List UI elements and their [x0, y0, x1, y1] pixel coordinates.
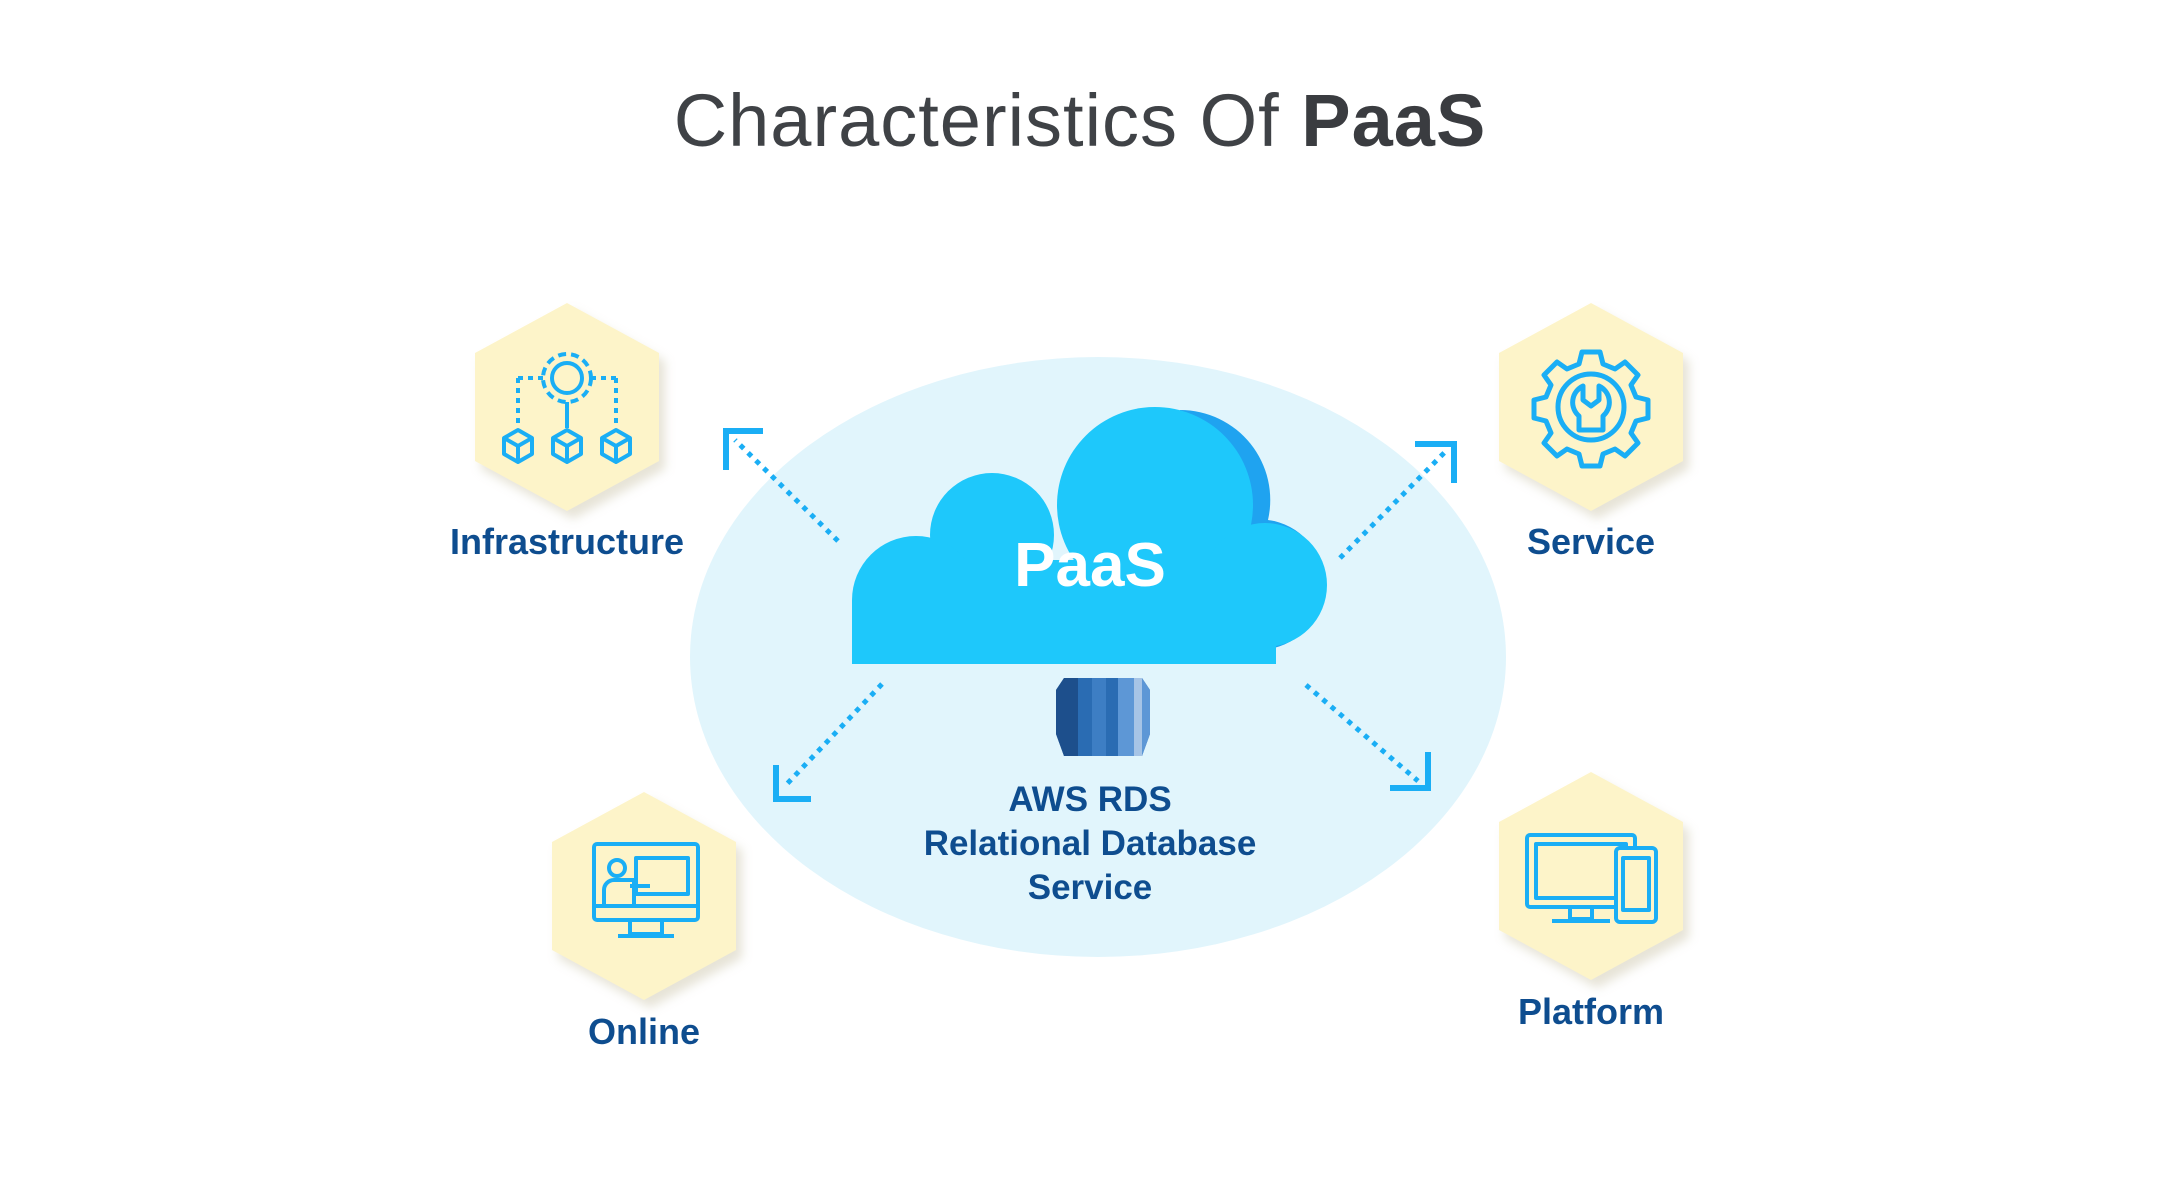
title-bold: PaaS	[1301, 79, 1487, 162]
arrow-to-service	[1338, 441, 1457, 560]
aws-rds-icon	[1056, 678, 1150, 756]
cloud-icon	[852, 407, 1327, 664]
platform-hexagon	[1499, 772, 1683, 980]
cube-icon-right	[600, 428, 632, 464]
rds-name: AWS RDS	[1008, 780, 1172, 819]
page-title: Characteristics Of PaaS	[0, 78, 2160, 163]
cube-icon-middle	[551, 428, 583, 464]
platform-label: Platform	[1517, 991, 1665, 1032]
rds-line2: Service	[1027, 868, 1153, 907]
connector-arrows	[723, 428, 1457, 802]
infrastructure-label: Infrastructure	[449, 521, 685, 562]
rds-description: AWS RDS Relational Database Service	[860, 778, 1320, 910]
monitor-mobile-icon	[1525, 833, 1658, 924]
arrow-to-infrastructure	[723, 428, 840, 543]
arrow-to-platform	[1304, 683, 1431, 791]
online-label: Online	[587, 1011, 700, 1052]
rds-line1: Relational Database	[923, 824, 1257, 863]
cloud-label: PaaS	[1014, 531, 1166, 600]
cube-icon-left	[502, 428, 534, 464]
title-regular: Characteristics Of	[673, 79, 1302, 162]
service-label: Service	[1526, 521, 1656, 562]
online-meeting-monitor-icon	[592, 842, 700, 938]
gear-wrench-icon	[1531, 349, 1651, 469]
arrow-to-online	[773, 682, 884, 802]
infrastructure-network-icon	[502, 352, 632, 464]
